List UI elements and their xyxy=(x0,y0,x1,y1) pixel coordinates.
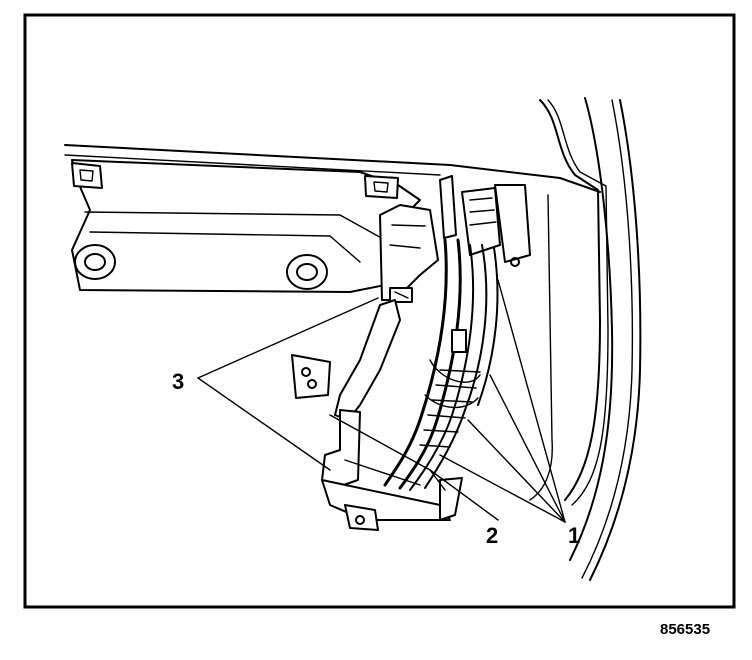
callout-label-2: 2 xyxy=(486,523,498,548)
figure-number: 856535 xyxy=(660,621,710,638)
mounting-bracket xyxy=(291,299,463,531)
figure-border xyxy=(23,13,736,609)
leader-lines xyxy=(197,279,566,523)
instrument-panel-beam xyxy=(64,144,601,293)
callout-label-1: 1 xyxy=(568,523,580,548)
wiring-harness xyxy=(383,238,499,491)
connector-bracket xyxy=(379,175,531,303)
door-panel-outline xyxy=(529,97,642,581)
callout-label-3: 3 xyxy=(172,369,184,394)
